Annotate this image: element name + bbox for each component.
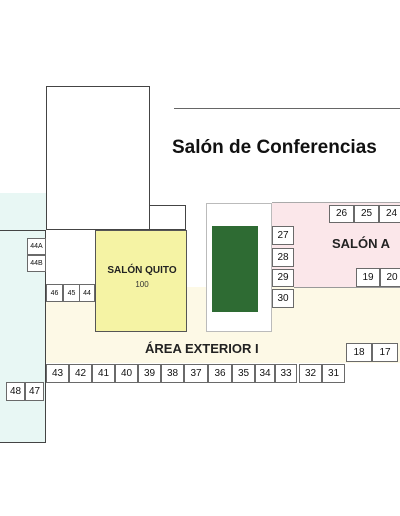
booth-44b[interactable]: 44B — [27, 255, 46, 272]
booth-36[interactable]: 36 — [208, 364, 232, 383]
header-rule — [174, 108, 400, 109]
booth-31[interactable]: 31 — [322, 364, 345, 383]
booth-46[interactable]: 46 — [46, 284, 63, 302]
booth-42[interactable]: 42 — [69, 364, 92, 383]
booth-26[interactable]: 26 — [329, 205, 354, 223]
salon-a-label: SALÓN A — [332, 236, 391, 251]
salon-quito-capacity: 100 — [135, 280, 149, 289]
booth-20[interactable]: 20 — [380, 268, 400, 287]
upper-building-block — [46, 86, 150, 194]
booth-37[interactable]: 37 — [184, 364, 208, 383]
exterior-top-rule — [294, 287, 400, 288]
booth-47[interactable]: 47 — [25, 382, 44, 401]
lower-left-wall — [0, 230, 46, 443]
booth-39[interactable]: 39 — [138, 364, 161, 383]
booth-28[interactable]: 28 — [272, 248, 294, 267]
booth-38[interactable]: 38 — [161, 364, 184, 383]
salon-quito[interactable]: SALÓN QUITO 100 — [95, 230, 187, 332]
green-block — [212, 226, 258, 312]
area-exterior-label: ÁREA EXTERIOR I — [145, 341, 259, 356]
booth-29[interactable]: 29 — [272, 269, 294, 287]
booth-18[interactable]: 18 — [346, 343, 372, 362]
booth-25[interactable]: 25 — [354, 205, 379, 223]
venue-title: Salón de Conferencias — [172, 137, 377, 158]
booth-44[interactable]: 44 — [79, 284, 95, 302]
middle-building-extension — [149, 205, 186, 230]
booth-45[interactable]: 45 — [63, 284, 80, 302]
booth-48[interactable]: 48 — [6, 382, 25, 401]
booth-35[interactable]: 35 — [232, 364, 255, 383]
salon-a-top-rule — [272, 202, 400, 203]
middle-building-block — [46, 193, 150, 230]
booth-33[interactable]: 33 — [275, 364, 297, 383]
salon-quito-name: SALÓN QUITO — [107, 265, 177, 276]
booth-34[interactable]: 34 — [255, 364, 275, 383]
booth-32[interactable]: 32 — [299, 364, 322, 383]
booth-41[interactable]: 41 — [92, 364, 115, 383]
booth-19[interactable]: 19 — [356, 268, 380, 287]
booth-30[interactable]: 30 — [272, 289, 294, 308]
booth-44a[interactable]: 44A — [27, 238, 46, 255]
booth-24[interactable]: 24 — [379, 205, 400, 223]
left-teal-zone — [0, 193, 46, 443]
booth-17[interactable]: 17 — [372, 343, 398, 362]
booth-27[interactable]: 27 — [272, 226, 294, 245]
booth-43[interactable]: 43 — [46, 364, 69, 383]
booth-40[interactable]: 40 — [115, 364, 138, 383]
